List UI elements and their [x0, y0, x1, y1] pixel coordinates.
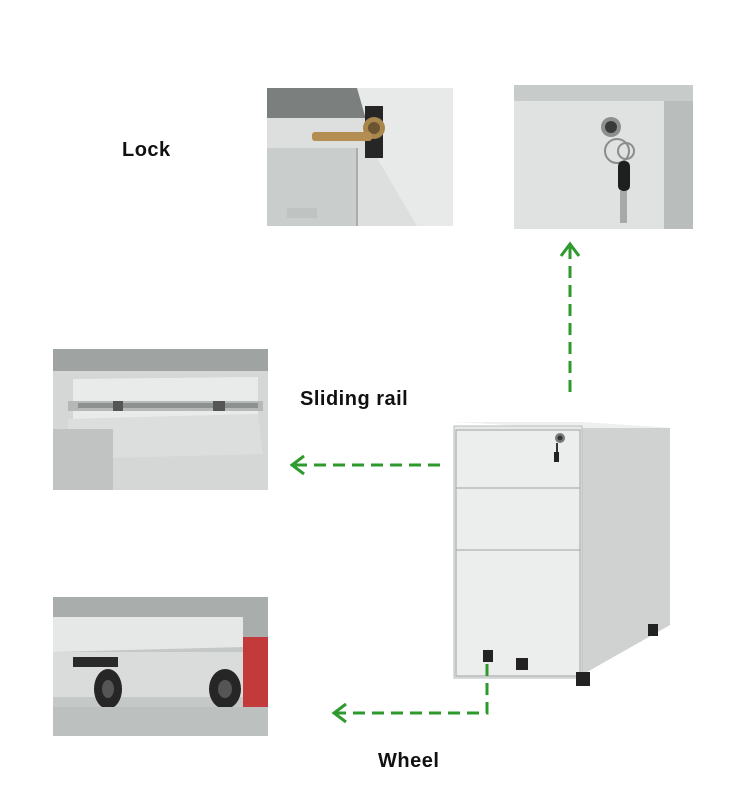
wheel-label: Wheel [378, 750, 440, 772]
arrowhead-left-wheel [331, 702, 347, 724]
mobile-pedestal-cabinet [440, 410, 680, 700]
wheel-photo [53, 597, 268, 736]
lock-key-photo [514, 85, 693, 229]
arrowhead-up [559, 241, 581, 257]
sliding-rail-label: Sliding rail [300, 388, 409, 410]
lock-label: Lock [122, 139, 171, 161]
arrowhead-left-rail [289, 454, 305, 476]
lock-cam-photo [267, 88, 453, 226]
sliding-rail-photo [53, 349, 268, 490]
